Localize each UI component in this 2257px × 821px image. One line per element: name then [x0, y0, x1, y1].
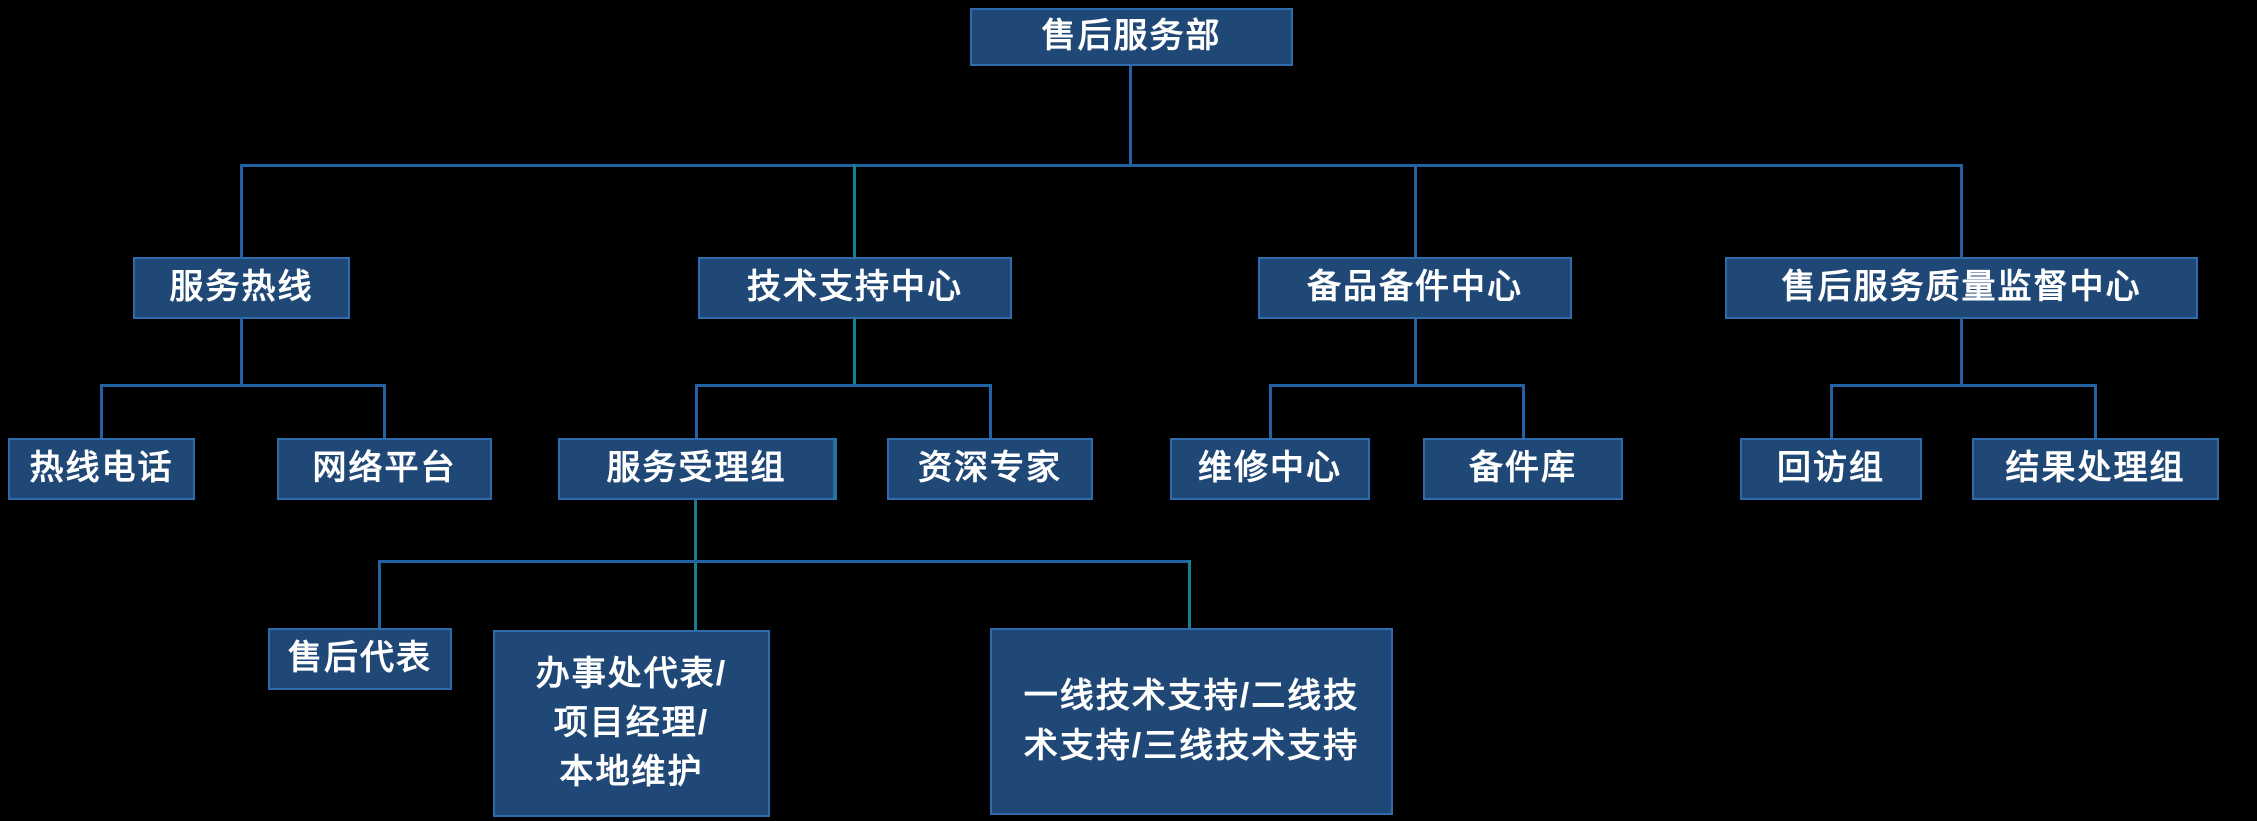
connector-service-acceptance-down	[694, 500, 697, 630]
node-office-rep-line2: 项目经理/	[553, 703, 710, 742]
node-frontline-tech-support-label: 一线技术支持/二线技 术支持/三线技术支持	[1024, 672, 1359, 771]
connector-drop-quality-center	[1960, 164, 1963, 257]
connector-drop-frontline-tech-support	[1188, 560, 1191, 628]
node-repair-center: 维修中心	[1170, 438, 1370, 500]
node-root-label: 售后服务部	[1041, 17, 1222, 56]
node-office-rep-line3: 本地维护	[559, 753, 704, 792]
node-result-handling-group-label: 结果处理组	[2005, 449, 2186, 488]
node-quality-center: 售后服务质量监督中心	[1725, 257, 2198, 319]
connector-service-acceptance-side	[834, 438, 837, 500]
node-service-acceptance-group: 服务受理组	[558, 438, 835, 500]
connector-level2-rail	[240, 164, 1962, 167]
connector-drop-network-platform	[383, 384, 386, 438]
node-hotline-phone-label: 热线电话	[29, 449, 174, 488]
node-quality-center-label: 售后服务质量监督中心	[1781, 268, 2142, 307]
node-service-hotline: 服务热线	[133, 257, 350, 319]
connector-quality-rail	[1830, 384, 2097, 387]
connector-drop-result-handling-group	[2094, 384, 2097, 438]
node-spare-parts-center: 备品备件中心	[1258, 257, 1572, 319]
node-spare-parts-warehouse-label: 备件库	[1469, 449, 1577, 488]
connector-service-hotline-down	[240, 319, 243, 386]
node-office-rep-label: 办事处代表/ 项目经理/ 本地维护	[536, 650, 727, 798]
connector-drop-service-hotline	[240, 164, 243, 257]
node-repair-center-label: 维修中心	[1198, 449, 1342, 488]
node-result-handling-group: 结果处理组	[1972, 438, 2219, 500]
node-return-visit-group: 回访组	[1740, 438, 1922, 500]
connector-tech-support-down	[853, 319, 856, 386]
node-return-visit-group-label: 回访组	[1777, 449, 1885, 488]
node-service-acceptance-group-label: 服务受理组	[606, 449, 787, 488]
node-spare-parts-center-label: 备品备件中心	[1307, 268, 1523, 307]
node-frontline-tech-support: 一线技术支持/二线技 术支持/三线技术支持	[990, 628, 1393, 815]
connector-drop-senior-experts	[989, 384, 992, 438]
node-network-platform-label: 网络平台	[312, 449, 457, 488]
node-frontline-tech-support-line2: 术支持/三线技术支持	[1023, 726, 1360, 765]
connector-drop-tech-support-center	[853, 164, 856, 257]
connector-service-hotline-rail	[100, 384, 386, 387]
node-tech-support-center: 技术支持中心	[698, 257, 1012, 319]
node-service-hotline-label: 服务热线	[169, 268, 314, 307]
connector-tech-support-rail	[695, 384, 992, 387]
connector-drop-aftersales-rep	[378, 560, 381, 628]
node-senior-experts: 资深专家	[887, 438, 1093, 500]
connector-spare-parts-rail	[1269, 384, 1525, 387]
node-root: 售后服务部	[970, 8, 1293, 66]
connector-drop-hotline-phone	[100, 384, 103, 438]
connector-root-vertical	[1129, 66, 1132, 166]
connector-spare-parts-down	[1414, 319, 1417, 386]
connector-drop-repair-center	[1269, 384, 1272, 438]
node-aftersales-rep-label: 售后代表	[288, 639, 432, 678]
node-network-platform: 网络平台	[277, 438, 492, 500]
node-spare-parts-warehouse: 备件库	[1423, 438, 1623, 500]
node-hotline-phone: 热线电话	[8, 438, 195, 500]
connector-quality-down	[1960, 319, 1963, 386]
connector-drop-return-visit-group	[1830, 384, 1833, 438]
node-office-rep: 办事处代表/ 项目经理/ 本地维护	[493, 630, 770, 817]
connector-drop-service-acceptance	[695, 384, 698, 438]
node-aftersales-rep: 售后代表	[268, 628, 452, 690]
node-tech-support-center-label: 技术支持中心	[747, 268, 963, 307]
node-senior-experts-label: 资深专家	[918, 449, 1062, 488]
node-frontline-tech-support-line1: 一线技术支持/二线技	[1023, 677, 1360, 716]
connector-drop-spare-parts-center	[1414, 164, 1417, 257]
connector-drop-spare-parts-warehouse	[1522, 384, 1525, 438]
node-office-rep-line1: 办事处代表/	[535, 654, 728, 693]
connector-level4-rail	[378, 560, 1191, 563]
